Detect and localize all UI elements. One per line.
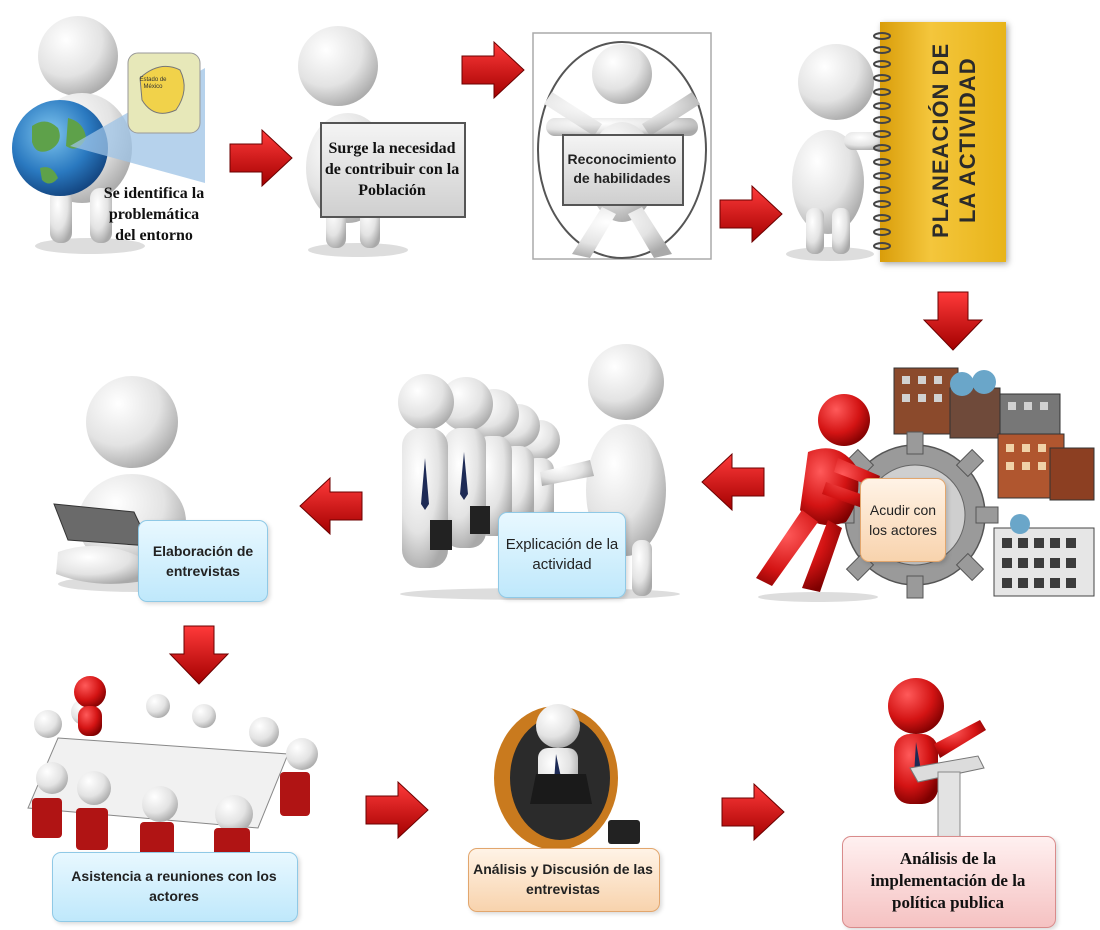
map-label: Estado de México — [139, 77, 167, 90]
figure-globe-illustration — [12, 16, 205, 254]
arrow-right-4 — [365, 780, 429, 840]
planning-notebook — [880, 22, 1006, 262]
step10-box — [842, 836, 1056, 928]
step3-label: Reconocimiento de habilidades — [567, 151, 677, 186]
arrow-left-2 — [299, 476, 363, 536]
arrow-down-2 — [168, 625, 230, 685]
step8-box — [52, 852, 298, 922]
step9-label: Análisis y Discusión de las entrevistas — [473, 861, 653, 897]
step9-box — [468, 848, 660, 912]
step3-sign — [562, 134, 684, 206]
red-figure-pushing-illustration — [756, 394, 880, 602]
figure-eggchair-illustration — [494, 704, 640, 850]
step5-label: Acudir con los actores — [869, 502, 937, 538]
step5-box — [860, 478, 946, 562]
step2-sign — [320, 122, 466, 218]
arrow-left-1 — [701, 452, 765, 512]
arrow-right-1 — [229, 128, 293, 188]
step2-label: Surge la necesidad de contribuir con la … — [324, 139, 460, 199]
buildings-illustration — [893, 367, 1095, 597]
step4-label: PLANEACIÓN DE LA ACTIVIDAD — [928, 42, 980, 238]
notebook-spiral — [873, 32, 891, 250]
arrow-down-1 — [922, 291, 984, 351]
arrow-right-5 — [721, 782, 785, 842]
step7-box — [138, 520, 268, 602]
red-figure-podium-illustration — [888, 678, 986, 843]
step8-label: Asistencia a reuniones con los actores — [71, 868, 277, 904]
step1-label: Se identifica la problemática del entorn… — [103, 184, 205, 244]
arrow-right-3 — [719, 184, 783, 244]
team-presentation-illustration — [398, 344, 680, 600]
step6-label: Explicación de la actividad — [505, 536, 619, 573]
step6-box — [498, 512, 626, 598]
meeting-table-illustration — [27, 676, 318, 864]
arrow-right-2 — [461, 40, 525, 100]
step10-label: Análisis de la implementación de la polí… — [870, 849, 1026, 912]
step7-label: Elaboración de entrevistas — [152, 543, 254, 579]
